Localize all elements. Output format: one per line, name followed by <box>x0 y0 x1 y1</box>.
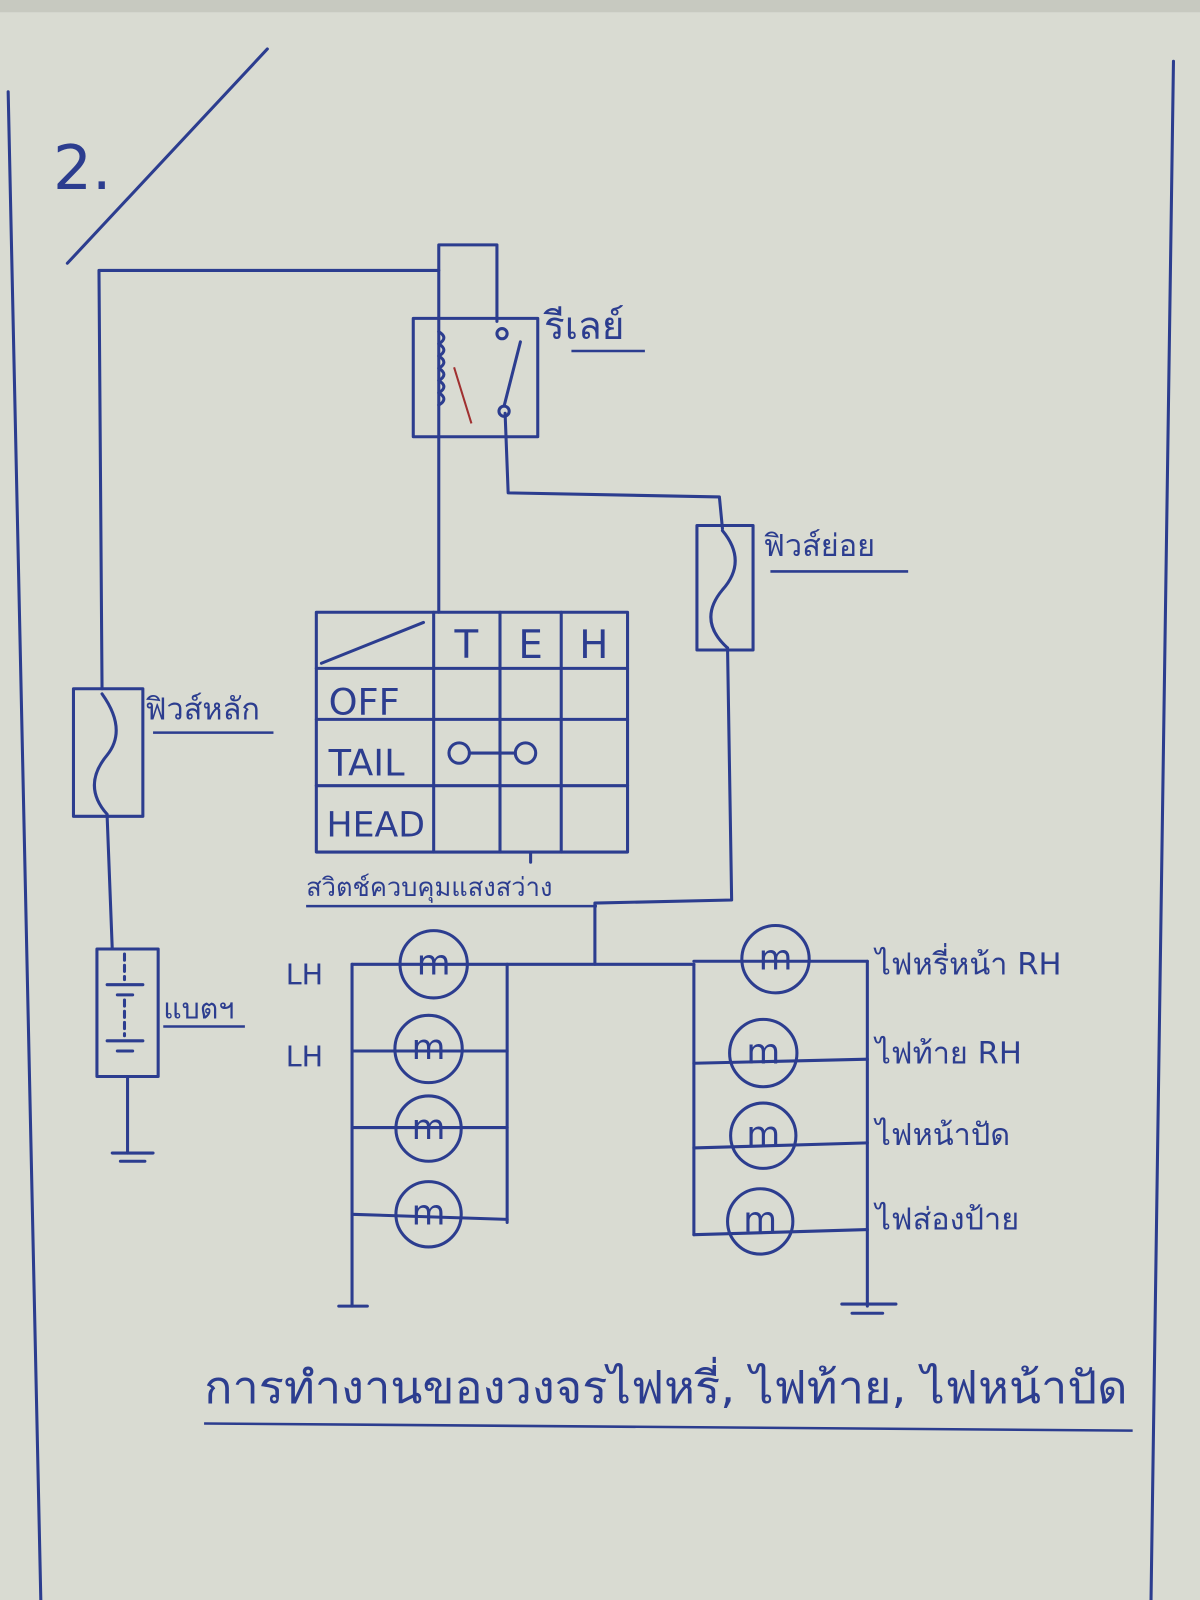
rh-lamp-label: ไฟส่องป้าย <box>873 1202 1020 1238</box>
diagram-title: การทำงานของวงจรไฟหรี่, ไฟท้าย, ไฟหน้าปัด <box>204 1356 1127 1414</box>
light-switch-label: สวิตช์ควบคุมแสงสว่าง <box>306 873 552 903</box>
rh-lamp-group <box>692 959 898 1315</box>
sub-fuse-symbol <box>695 523 755 652</box>
row-label-off: OFF <box>329 680 400 723</box>
wires <box>97 243 734 1163</box>
svg-text:m: m <box>743 1201 777 1241</box>
svg-text:m: m <box>412 1108 446 1148</box>
column-header-e: E <box>518 623 543 668</box>
rh-bulb: m <box>740 923 811 995</box>
rh-lamp-label: ไฟหรี่หน้า RH <box>873 942 1062 982</box>
rh-lamp-label: ไฟท้าย RH <box>873 1035 1022 1071</box>
lh-lamp-group <box>337 962 509 1308</box>
main-fuse-symbol <box>71 687 145 818</box>
row-label-tail: TAIL <box>328 742 406 785</box>
section-slash <box>65 47 269 265</box>
svg-text:m: m <box>759 938 793 978</box>
board-left-border <box>6 90 43 1600</box>
relay-symbol <box>411 316 540 439</box>
row-label-head: HEAD <box>327 806 425 846</box>
rh-bulb: m <box>729 1101 798 1170</box>
svg-text:m: m <box>412 1193 446 1233</box>
column-header-t: T <box>453 623 478 668</box>
lh-bulb: m <box>393 1013 464 1085</box>
battery-label: แบตฯ <box>163 991 234 1025</box>
rh-bulb: m <box>728 1017 799 1089</box>
svg-text:m: m <box>746 1115 780 1155</box>
board-right-border <box>1149 59 1175 1600</box>
section-number: 2. <box>53 133 111 204</box>
lh-label: LH <box>286 1039 323 1073</box>
main-fuse-label: ฟิวส์หลัก <box>145 692 260 727</box>
column-header-h: H <box>579 623 608 668</box>
svg-text:m: m <box>417 943 451 983</box>
board-top-edge <box>0 0 1200 13</box>
relay-label: รีเลย์ <box>543 304 625 349</box>
lh-label: LH <box>286 958 323 992</box>
sub-fuse-label: ฟิวส์ย่อย <box>763 529 875 564</box>
lh-bulb: m <box>394 1094 463 1163</box>
svg-text:m: m <box>746 1032 780 1072</box>
lh-bulb: m <box>394 1180 463 1249</box>
light-switch-table <box>314 610 630 854</box>
lh-bulb: m <box>398 929 469 1000</box>
rh-lamp-label: ไฟหน้าปัด <box>873 1117 1011 1153</box>
rh-bulb: m <box>726 1187 795 1256</box>
svg-text:m: m <box>412 1028 446 1068</box>
battery-symbol <box>95 947 160 1079</box>
